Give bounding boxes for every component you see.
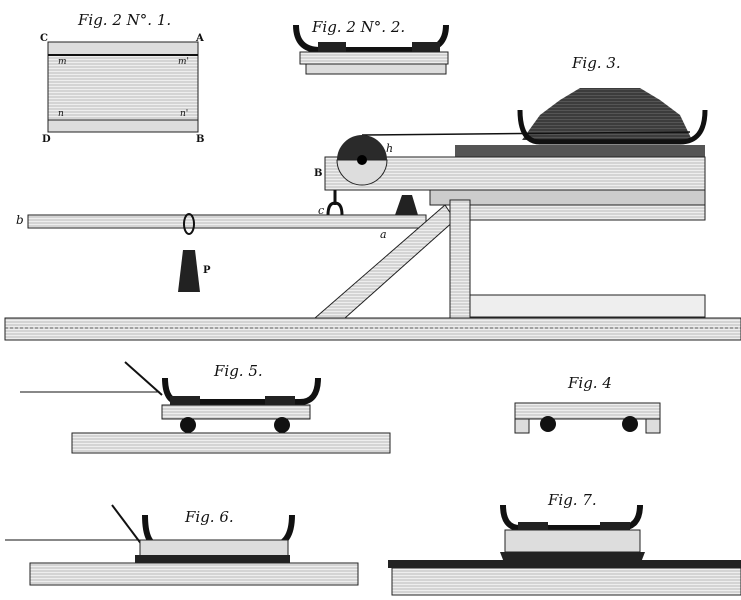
figure-7: Fig. 7. — [388, 491, 741, 596]
fig5-title: Fig. 5. — [213, 362, 263, 380]
letter-B: B — [196, 134, 204, 145]
letter-c: c — [318, 204, 324, 217]
fig4-title: Fig. 4 — [567, 374, 612, 392]
letter-a: a — [380, 228, 387, 241]
letter-b: b — [16, 213, 24, 227]
figure-2-1: Fig. 2 N°. 1. C A D B m m' n n' — [40, 11, 204, 145]
fig2-1-title: Fig. 2 N°. 1. — [77, 11, 171, 29]
letter-P: P — [203, 265, 211, 276]
letter-n-prime: n' — [180, 109, 188, 119]
figure-3: Fig. 3. B h c b a P — [4, 54, 741, 341]
fig3-title: Fig. 3. — [571, 54, 621, 72]
letter-h: h — [386, 142, 393, 155]
letter-n: n — [58, 109, 64, 119]
letter-D: D — [42, 134, 51, 145]
figure-6: Fig. 6. — [5, 504, 359, 586]
letter-A: A — [195, 33, 204, 44]
fig6-title: Fig. 6. — [184, 508, 234, 526]
letter-B-fig3: B — [314, 168, 322, 179]
figure-4: Fig. 4 — [514, 374, 661, 434]
letter-m: m — [58, 57, 67, 67]
fig7-title: Fig. 7. — [547, 491, 597, 509]
letter-m-prime: m' — [178, 57, 189, 67]
figure-2-2: Fig. 2 N°. 2. — [293, 18, 449, 75]
fig2-2-title: Fig. 2 N°. 2. — [311, 18, 405, 36]
letter-C: C — [40, 33, 48, 44]
figure-5: Fig. 5. — [20, 361, 391, 454]
